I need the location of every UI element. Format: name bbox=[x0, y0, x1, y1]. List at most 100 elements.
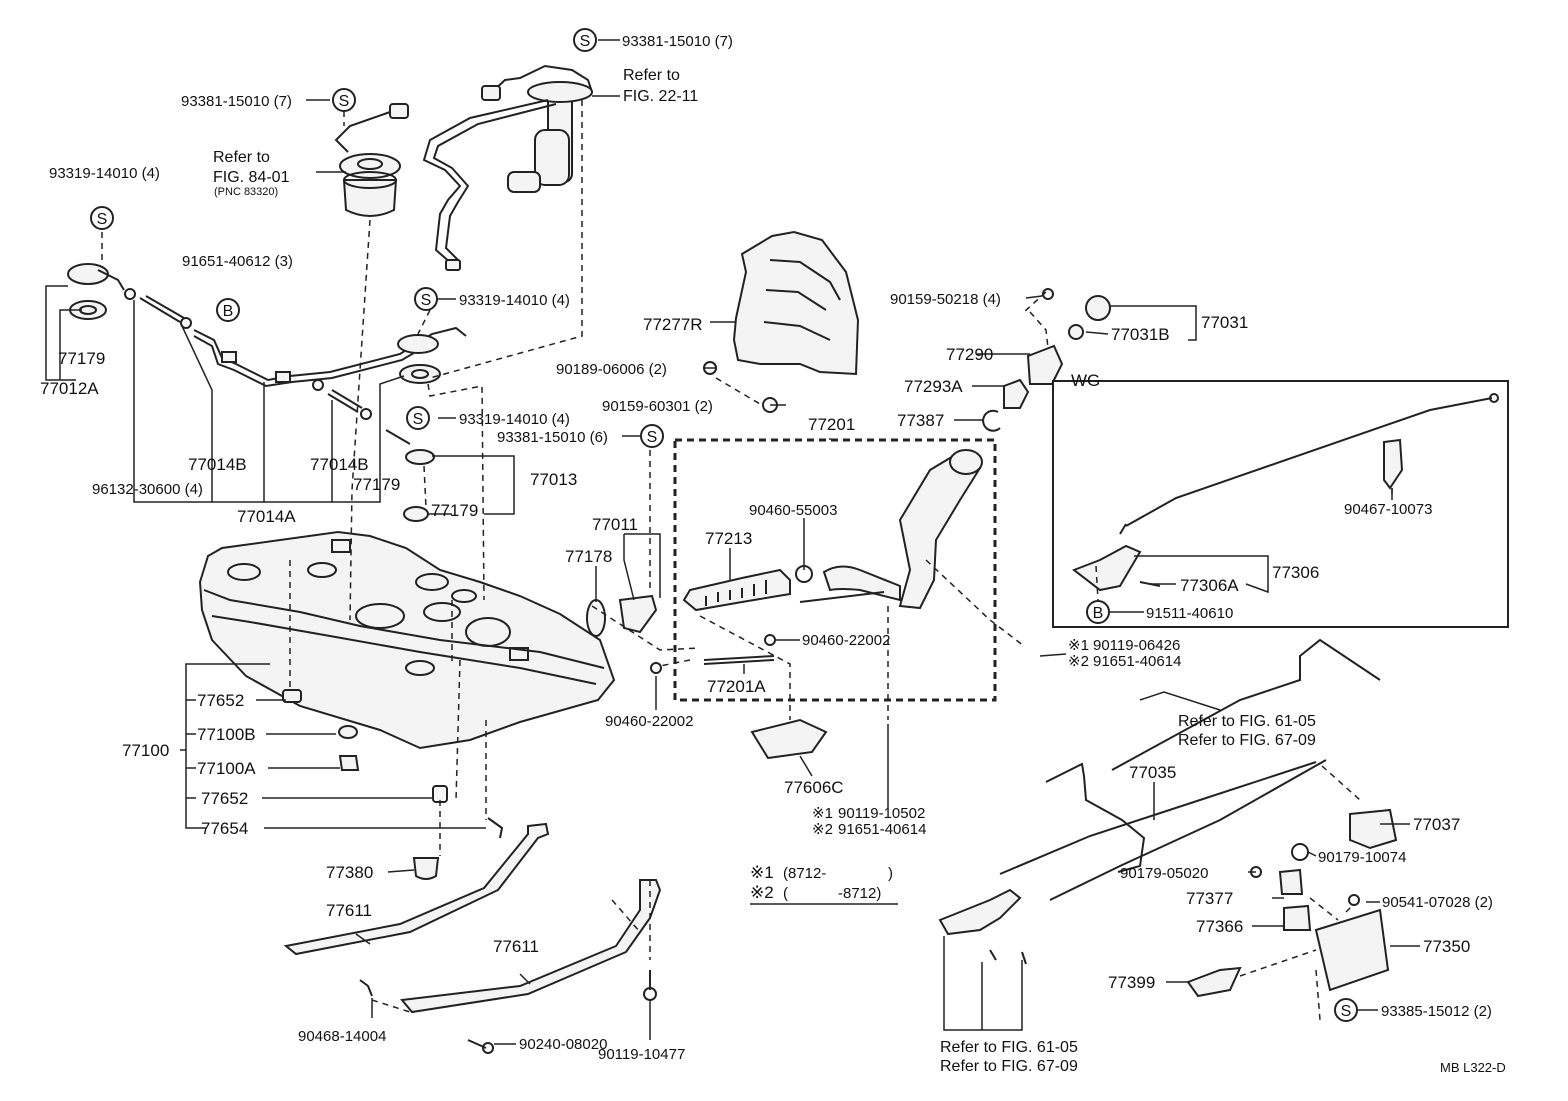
opener-cable-drawing bbox=[1052, 380, 1509, 628]
part-number-label: 77179 bbox=[58, 349, 105, 368]
part-number-label: 90460-22002 bbox=[802, 632, 890, 649]
part-number-label: 90240-08020 bbox=[519, 1036, 607, 1053]
part-number-label: 77012A bbox=[40, 379, 99, 398]
part-number-label: 77377 bbox=[1186, 889, 1233, 908]
part-number-label: 77399 bbox=[1108, 973, 1155, 992]
part-number-label: 77380 bbox=[326, 863, 373, 882]
reference-label: Refer to bbox=[623, 67, 680, 84]
part-number-label: 77277R bbox=[643, 315, 703, 334]
svg-text:S: S bbox=[580, 33, 591, 50]
part-number-label: 90179-10074 bbox=[1318, 849, 1406, 866]
part-number-label: 77031 bbox=[1201, 313, 1248, 332]
fuel-tank-drawing bbox=[198, 530, 616, 750]
part-number-label: 77031B bbox=[1111, 325, 1170, 344]
part-number-label: 91651-40614 bbox=[838, 821, 926, 838]
part-number-label: 93385-15012 (2) bbox=[1381, 1003, 1492, 1020]
svg-text:S: S bbox=[1341, 1003, 1352, 1020]
part-number-label: 90460-22002 bbox=[605, 713, 693, 730]
fuel-pump-assembly-drawing bbox=[422, 64, 593, 271]
svg-text:S: S bbox=[97, 211, 108, 228]
note-mark: ※2 bbox=[1068, 653, 1089, 670]
filler-pipe-drawing bbox=[673, 438, 997, 702]
part-number-label: 91511-40610 bbox=[1146, 605, 1233, 622]
part-number-label: 93381-15010 (6) bbox=[497, 429, 608, 446]
part-number-label: 77179 bbox=[353, 475, 400, 494]
part-number-label: 77611 bbox=[493, 937, 539, 956]
note-mark: ※1 bbox=[1068, 637, 1089, 654]
note-mark: ※1 bbox=[750, 863, 774, 882]
opener-lever-drawing bbox=[938, 638, 1398, 998]
vent-tube-drawing bbox=[139, 295, 467, 420]
part-number-label: 91651-40612 (3) bbox=[182, 253, 293, 270]
part-number-label: 77035 bbox=[1129, 763, 1176, 782]
part-labels: 93381-15010 (7) Refer to FIG. 22-11 9338… bbox=[40, 33, 1506, 1075]
s-callout: S bbox=[414, 287, 438, 311]
part-number-label: 90119-10477 bbox=[598, 1046, 685, 1063]
leader-lines bbox=[45, 39, 1420, 1045]
pump-gasket-drawing bbox=[385, 334, 441, 522]
s-callout: S bbox=[640, 424, 664, 448]
part-number-label: 93319-14010 (4) bbox=[49, 165, 160, 182]
part-number-label: 77652 bbox=[201, 789, 248, 808]
reference-label: FIG. 84-01 bbox=[213, 169, 290, 186]
note-text: ( bbox=[783, 885, 788, 902]
part-number-label: 77179 bbox=[431, 501, 478, 520]
part-number-label: 77387 bbox=[897, 411, 944, 430]
part-number-label: 77178 bbox=[565, 547, 612, 566]
note-text: -8712) bbox=[838, 885, 881, 902]
part-number-label: 77014B bbox=[310, 455, 369, 474]
s-callout: S bbox=[1334, 998, 1358, 1022]
section-label: WG bbox=[1071, 371, 1100, 390]
reference-label: Refer to FIG. 61-05 bbox=[940, 1039, 1078, 1056]
svg-text:S: S bbox=[421, 292, 432, 309]
part-number-label: 77366 bbox=[1196, 917, 1243, 936]
part-number-label: 90541-07028 (2) bbox=[1382, 894, 1493, 911]
part-number-label: 90119-06426 bbox=[1093, 637, 1180, 654]
part-number-label: 77290 bbox=[946, 345, 993, 364]
note-mark: ※1 bbox=[812, 805, 833, 822]
part-number-label: 77213 bbox=[705, 529, 752, 548]
part-number-label: 90460-55003 bbox=[749, 502, 837, 519]
part-number-label: 77350 bbox=[1423, 937, 1470, 956]
s-callout: S bbox=[90, 206, 114, 230]
part-number-label: 77100B bbox=[197, 725, 256, 744]
diagram-code: MB L322-D bbox=[1440, 1060, 1506, 1075]
svg-text:S: S bbox=[647, 429, 658, 446]
reference-label: Refer to FIG. 61-05 bbox=[1178, 713, 1316, 730]
svg-text:B: B bbox=[1093, 605, 1104, 622]
reference-label: Refer to FIG. 67-09 bbox=[1178, 732, 1316, 749]
part-number-label: 90159-50218 (4) bbox=[890, 291, 1001, 308]
reference-label: (PNC 83320) bbox=[214, 186, 278, 198]
note-text: ) bbox=[888, 865, 893, 882]
guide-lines bbox=[101, 39, 1393, 1021]
note-mark: ※2 bbox=[812, 821, 833, 838]
part-number-label: 77611 bbox=[326, 901, 372, 920]
s-callout: S bbox=[332, 88, 356, 112]
part-number-label: 90468-14004 bbox=[298, 1028, 386, 1045]
part-number-label: 77100A bbox=[197, 759, 256, 778]
note-mark: ※2 bbox=[750, 883, 774, 902]
part-number-label: 90179-05020 bbox=[1120, 865, 1208, 882]
reference-label: Refer to FIG. 67-09 bbox=[940, 1058, 1078, 1075]
part-number-label: 90467-10073 bbox=[1344, 501, 1432, 518]
part-number-label: 77013 bbox=[530, 470, 577, 489]
part-number-label: 77014B bbox=[188, 455, 247, 474]
tank-small-parts-drawing bbox=[282, 689, 504, 880]
part-number-label: 77306 bbox=[1272, 563, 1319, 582]
part-number-label: 93381-15010 (7) bbox=[181, 93, 292, 110]
part-number-label: 77100 bbox=[122, 741, 169, 760]
reference-label: Refer to bbox=[213, 149, 270, 166]
part-number-label: 77293A bbox=[904, 377, 963, 396]
part-number-label: 77201 bbox=[808, 415, 855, 434]
part-number-label: 77037 bbox=[1413, 815, 1460, 834]
svg-text:S: S bbox=[413, 411, 424, 428]
part-number-label: 93319-14010 (4) bbox=[459, 411, 570, 428]
tank-straps-drawing bbox=[283, 822, 662, 1054]
part-number-label: 93319-14010 (4) bbox=[459, 292, 570, 309]
part-number-label: 77306A bbox=[1180, 576, 1239, 595]
s-callout: S bbox=[573, 28, 597, 52]
filler-cap-drawing bbox=[982, 288, 1111, 432]
sender-gauge-drawing bbox=[334, 103, 409, 217]
reference-label: FIG. 22-11 bbox=[623, 88, 698, 105]
